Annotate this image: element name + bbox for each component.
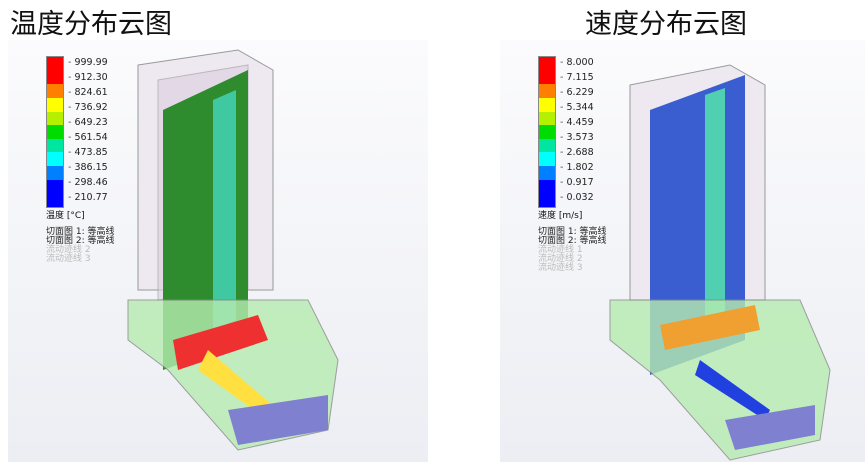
right-title: 速度分布云图 — [585, 9, 747, 40]
legend-tick-label: 8.000 — [560, 57, 593, 68]
scale-swatch — [47, 166, 63, 180]
legend-tick-label: 473.85 — [68, 147, 107, 158]
scale-swatch — [47, 57, 63, 71]
scale-swatch — [47, 138, 63, 153]
legend-tick-label: 0.032 — [560, 192, 593, 203]
scale-swatch — [47, 111, 63, 126]
velocity-model — [609, 64, 831, 461]
legend-item: 切面图 2: 等高线 — [538, 236, 607, 246]
legend-tick-label: 912.30 — [68, 72, 107, 83]
scale-swatch — [47, 97, 63, 112]
scale-swatch — [47, 84, 63, 98]
legend-tick-label: 0.917 — [560, 177, 593, 188]
temperature-panel: 999.99 912.30 824.61 736.92 649.23 561.54 473.… — [8, 40, 428, 462]
legend-item: 切面图 2: 等高线 — [46, 236, 115, 246]
color-scale-bar — [538, 56, 556, 208]
scale-swatch — [47, 179, 63, 194]
legend-unit: 速度 [m/s] — [538, 211, 583, 221]
legend-tick-label: 5.344 — [560, 102, 593, 113]
legend-item: 流动迹线 3 — [46, 254, 91, 264]
scale-swatch — [539, 57, 555, 71]
legend-tick-label: 4.459 — [560, 117, 593, 128]
scale-swatch — [47, 152, 63, 167]
legend-tick-label: 824.61 — [68, 87, 107, 98]
legend-unit: 温度 [°C] — [46, 211, 85, 221]
scale-swatch — [539, 179, 555, 194]
legend-tick-label: 736.92 — [68, 102, 107, 113]
scale-swatch — [539, 125, 555, 139]
legend-item: 流动迹线 2 — [538, 254, 583, 264]
legend-item: 流动迹线 3 — [538, 263, 583, 273]
temperature-model — [127, 49, 339, 451]
legend-tick-label: 7.115 — [560, 72, 593, 83]
scale-swatch — [539, 193, 555, 208]
legend-tick-label: 2.688 — [560, 147, 593, 158]
scale-swatch — [47, 70, 63, 85]
left-title: 温度分布云图 — [10, 9, 172, 40]
legend-item: 切面图 1: 等高线 — [538, 227, 607, 237]
legend-tick-label: 1.802 — [560, 162, 593, 173]
color-scale-bar — [46, 56, 64, 208]
scale-swatch — [539, 84, 555, 98]
legend-tick-label: 3.573 — [560, 132, 593, 143]
legend-tick-label: 561.54 — [68, 132, 107, 143]
scale-swatch — [539, 97, 555, 112]
legend-tick-label: 6.229 — [560, 87, 593, 98]
legend-tick-label: 999.99 — [68, 57, 107, 68]
legend-item: 流动迹线 1 — [538, 245, 583, 255]
velocity-panel: 8.000 7.115 6.229 5.344 4.459 3.573 2.688 1.802… — [500, 40, 865, 462]
scale-swatch — [47, 125, 63, 139]
scale-swatch — [539, 138, 555, 153]
legend-tick-label: 386.15 — [68, 162, 107, 173]
legend-tick-label: 649.23 — [68, 117, 107, 128]
scale-swatch — [539, 152, 555, 167]
scale-swatch — [539, 166, 555, 180]
legend-item: 流动迹线 2 — [46, 245, 91, 255]
legend-item: 切面图 1: 等高线 — [46, 227, 115, 237]
legend-tick-label: 210.77 — [68, 192, 107, 203]
legend-tick-label: 298.46 — [68, 177, 107, 188]
scale-swatch — [47, 193, 63, 208]
scale-swatch — [539, 111, 555, 126]
scale-swatch — [539, 70, 555, 85]
